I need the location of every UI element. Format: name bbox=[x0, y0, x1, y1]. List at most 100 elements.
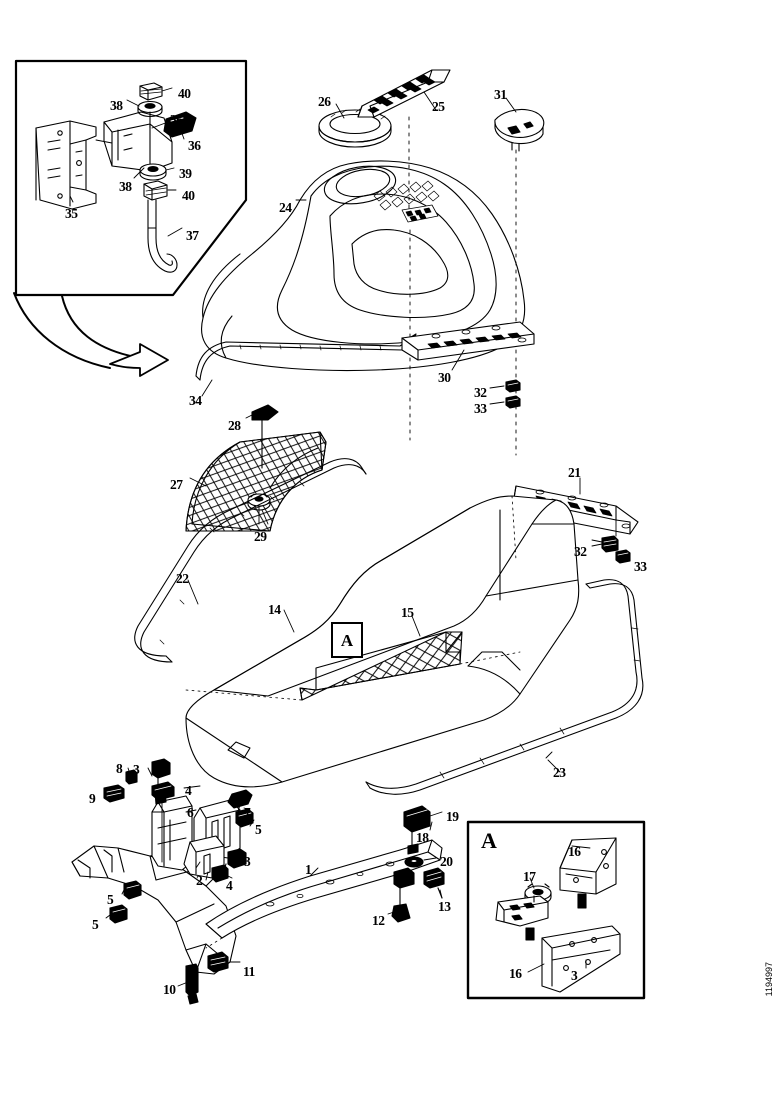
callout-10: 10 bbox=[163, 982, 176, 997]
fastener-19-bracket bbox=[403, 805, 431, 855]
callout-6: 6 bbox=[187, 805, 194, 820]
fastener-33-upper bbox=[505, 395, 521, 409]
inset-part-35-bracket bbox=[35, 120, 97, 210]
fastener-12-bolt bbox=[391, 867, 415, 923]
inset-part-40-nut-top bbox=[139, 82, 163, 101]
fastener-32-lower bbox=[601, 535, 619, 553]
callout-31: 31 bbox=[494, 87, 507, 102]
transfer-arrow bbox=[13, 292, 169, 377]
callout-1: 1 bbox=[305, 862, 312, 877]
callout-28: 28 bbox=[228, 418, 241, 433]
part-14-body-tub bbox=[185, 495, 580, 788]
callout-2: 2 bbox=[196, 873, 203, 888]
callout-9: 9 bbox=[89, 791, 96, 806]
callout-33a: 33 bbox=[474, 401, 487, 416]
callout-26: 26 bbox=[318, 94, 331, 109]
callout-14: 14 bbox=[268, 602, 281, 617]
part-7-bracket bbox=[193, 789, 253, 859]
callout-21: 21 bbox=[568, 465, 581, 480]
callout-12: 12 bbox=[372, 913, 385, 928]
callout-13: 13 bbox=[438, 899, 451, 914]
drawing-id: 1194997 bbox=[764, 961, 774, 996]
callout-4a: 4 bbox=[185, 783, 192, 798]
fastener-4-lower bbox=[211, 864, 229, 883]
inset-a-part-16b-bracket bbox=[541, 925, 621, 993]
callout-34: 34 bbox=[189, 393, 202, 408]
inset-a-part-16-bracket bbox=[559, 837, 617, 909]
callout-23: 23 bbox=[553, 765, 566, 780]
callout-40a: 40 bbox=[178, 86, 191, 101]
callout-36b: 36 bbox=[170, 112, 183, 127]
callout-5b: 5 bbox=[107, 892, 114, 907]
callout-3b: 3 bbox=[244, 854, 251, 869]
callout-22: 22 bbox=[176, 571, 189, 586]
callout-30: 30 bbox=[438, 370, 451, 385]
callout-11: 11 bbox=[243, 964, 255, 979]
fastener-4-washer-upper bbox=[151, 781, 175, 801]
callout-38a: 38 bbox=[110, 98, 123, 113]
callout-15: 15 bbox=[401, 605, 414, 620]
callout-20: 20 bbox=[440, 854, 453, 869]
fastener-10-bolt bbox=[185, 963, 199, 1005]
inset-part-38-bracket bbox=[103, 111, 173, 172]
fastener-8-bolt bbox=[125, 769, 138, 785]
callout-27: 27 bbox=[170, 477, 183, 492]
callout-37: 37 bbox=[186, 228, 199, 243]
part-25-strip bbox=[357, 69, 451, 118]
callout-3c: 3 bbox=[571, 968, 578, 983]
fastener-13-nut bbox=[423, 867, 445, 899]
hood-logo-texture bbox=[373, 180, 440, 211]
callout-32b: 32 bbox=[574, 544, 587, 559]
callout-8: 8 bbox=[116, 761, 123, 776]
callout-36a: 36 bbox=[188, 138, 201, 153]
callout-33b: 33 bbox=[634, 559, 647, 574]
callout-5c: 5 bbox=[92, 917, 99, 932]
inset-a-leaders bbox=[527, 845, 591, 973]
callout-25: 25 bbox=[432, 99, 445, 114]
fastener-5-a bbox=[123, 880, 142, 900]
callout-40b: 40 bbox=[182, 188, 195, 203]
callout-16b: 16 bbox=[509, 966, 522, 981]
callout-16a: 16 bbox=[568, 844, 581, 859]
part-23-seal bbox=[365, 579, 644, 795]
callout-18: 18 bbox=[416, 830, 429, 845]
fastener-33-lower bbox=[615, 549, 631, 564]
inset-part-39-washer bbox=[139, 163, 167, 181]
inset-part-36-clip bbox=[163, 111, 197, 138]
section-marker-a: A bbox=[331, 622, 363, 658]
assembly-axis-lines bbox=[408, 116, 517, 456]
callout-29: 29 bbox=[254, 529, 267, 544]
fastener-5-b bbox=[109, 904, 128, 924]
callout-4b: 4 bbox=[226, 878, 233, 893]
callout-5a: 5 bbox=[255, 822, 262, 837]
callout-35: 35 bbox=[65, 206, 78, 221]
fastener-11-nut bbox=[207, 951, 229, 973]
inset-a-letter: A bbox=[481, 828, 497, 853]
callout-38b: 38 bbox=[119, 179, 132, 194]
hood-vent-patch bbox=[401, 204, 439, 223]
callout-24: 24 bbox=[279, 200, 292, 215]
callout-39: 39 bbox=[179, 166, 192, 181]
callout-17: 17 bbox=[523, 869, 536, 884]
callout-19: 19 bbox=[446, 809, 459, 824]
main-leader-lines bbox=[103, 91, 603, 987]
part-1-brace bbox=[205, 839, 443, 939]
part-28-clip bbox=[251, 404, 279, 469]
inset-a-plate bbox=[495, 895, 549, 941]
callout-3a: 3 bbox=[133, 762, 140, 777]
fastener-20-washer bbox=[404, 856, 424, 868]
inset-part-40-nut-bottom bbox=[143, 180, 168, 201]
part-24-hood bbox=[201, 160, 526, 372]
construction-lines bbox=[185, 495, 521, 949]
inset-part-37-hook-rod bbox=[147, 199, 178, 273]
part-27-mesh-panel bbox=[185, 431, 327, 532]
callout-32a: 32 bbox=[474, 385, 487, 400]
fastener-32-upper bbox=[505, 379, 521, 393]
callout-7: 7 bbox=[244, 805, 251, 820]
inset-leader-lines bbox=[69, 87, 185, 237]
fastener-9-nut bbox=[103, 784, 125, 803]
part-31-latch bbox=[494, 108, 545, 152]
part-26-ring bbox=[318, 108, 392, 148]
